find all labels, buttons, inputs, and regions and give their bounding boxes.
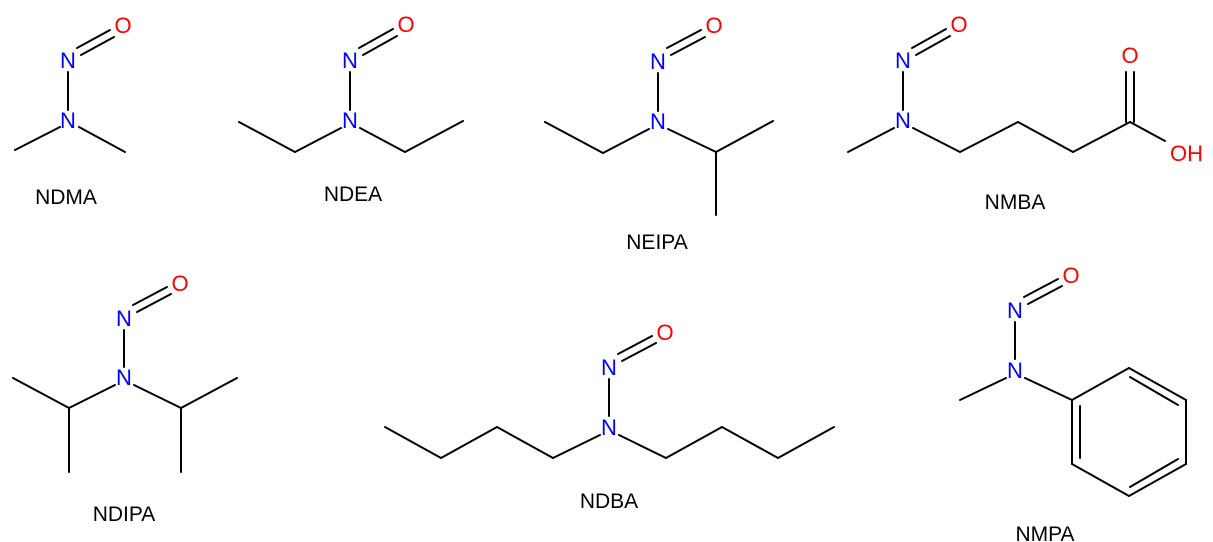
molecule-ndba: N N O NDBA [384,320,835,513]
nmba-nitroso-nitrogen: N [895,48,911,73]
molecule-neipa: N N O NEIPA [544,13,774,254]
nmpa-label: NMPA [1015,523,1074,542]
nmpa-bonds [959,278,1073,401]
ndma-oxygen: O [114,13,131,38]
nmba-hydroxyl-group: OH [1170,141,1203,166]
ndea-oxygen: O [397,12,414,37]
ndipa-bonds [12,286,238,473]
nmpa-oxygen: O [1062,263,1079,288]
ndea-nitroso-nitrogen: N [342,48,358,73]
neipa-bonds [544,29,774,216]
neipa-amine-nitrogen: N [650,109,666,134]
ndma-label: NDMA [35,186,97,209]
ndba-nitroso-nitrogen: N [601,355,617,380]
nmba-bonds [847,28,1166,153]
ndipa-nitroso-nitrogen: N [116,306,132,331]
nmba-amine-nitrogen: N [895,108,911,133]
ndipa-amine-nitrogen: N [116,365,132,390]
ndba-amine-nitrogen: N [601,415,617,440]
nmpa-nitroso-nitrogen: N [1007,298,1023,323]
nmba-label: NMBA [985,191,1046,214]
ndipa-oxygen: O [171,271,188,296]
molecule-ndipa: N N O NDIPA [12,271,238,526]
ndba-oxygen: O [656,320,673,345]
molecule-nmba: N N O O OH NMBA [847,12,1203,214]
nmpa-amine-nitrogen: N [1007,358,1023,383]
ndma-bonds [14,29,126,153]
ndma-nitroso-nitrogen: N [60,48,76,73]
neipa-nitroso-nitrogen: N [650,49,666,74]
ndea-amine-nitrogen: N [342,108,358,133]
ndba-bonds [384,335,835,459]
nmpa-phenyl-ring [1071,367,1187,497]
nmba-nitroso-oxygen: O [950,12,967,37]
ndma-amine-nitrogen: N [60,108,76,133]
molecule-ndma: N N O NDMA [14,13,132,209]
molecule-ndea: N N O NDEA [238,12,464,206]
ndea-label: NDEA [324,183,382,206]
molecule-nmpa: N N O NMPA [959,263,1187,542]
ndea-bonds [238,28,464,153]
nmba-carbonyl-oxygen: O [1121,43,1138,68]
ndipa-label: NDIPA [93,503,156,526]
neipa-oxygen: O [705,13,722,38]
neipa-label: NEIPA [626,231,687,254]
ndba-label: NDBA [580,490,638,513]
